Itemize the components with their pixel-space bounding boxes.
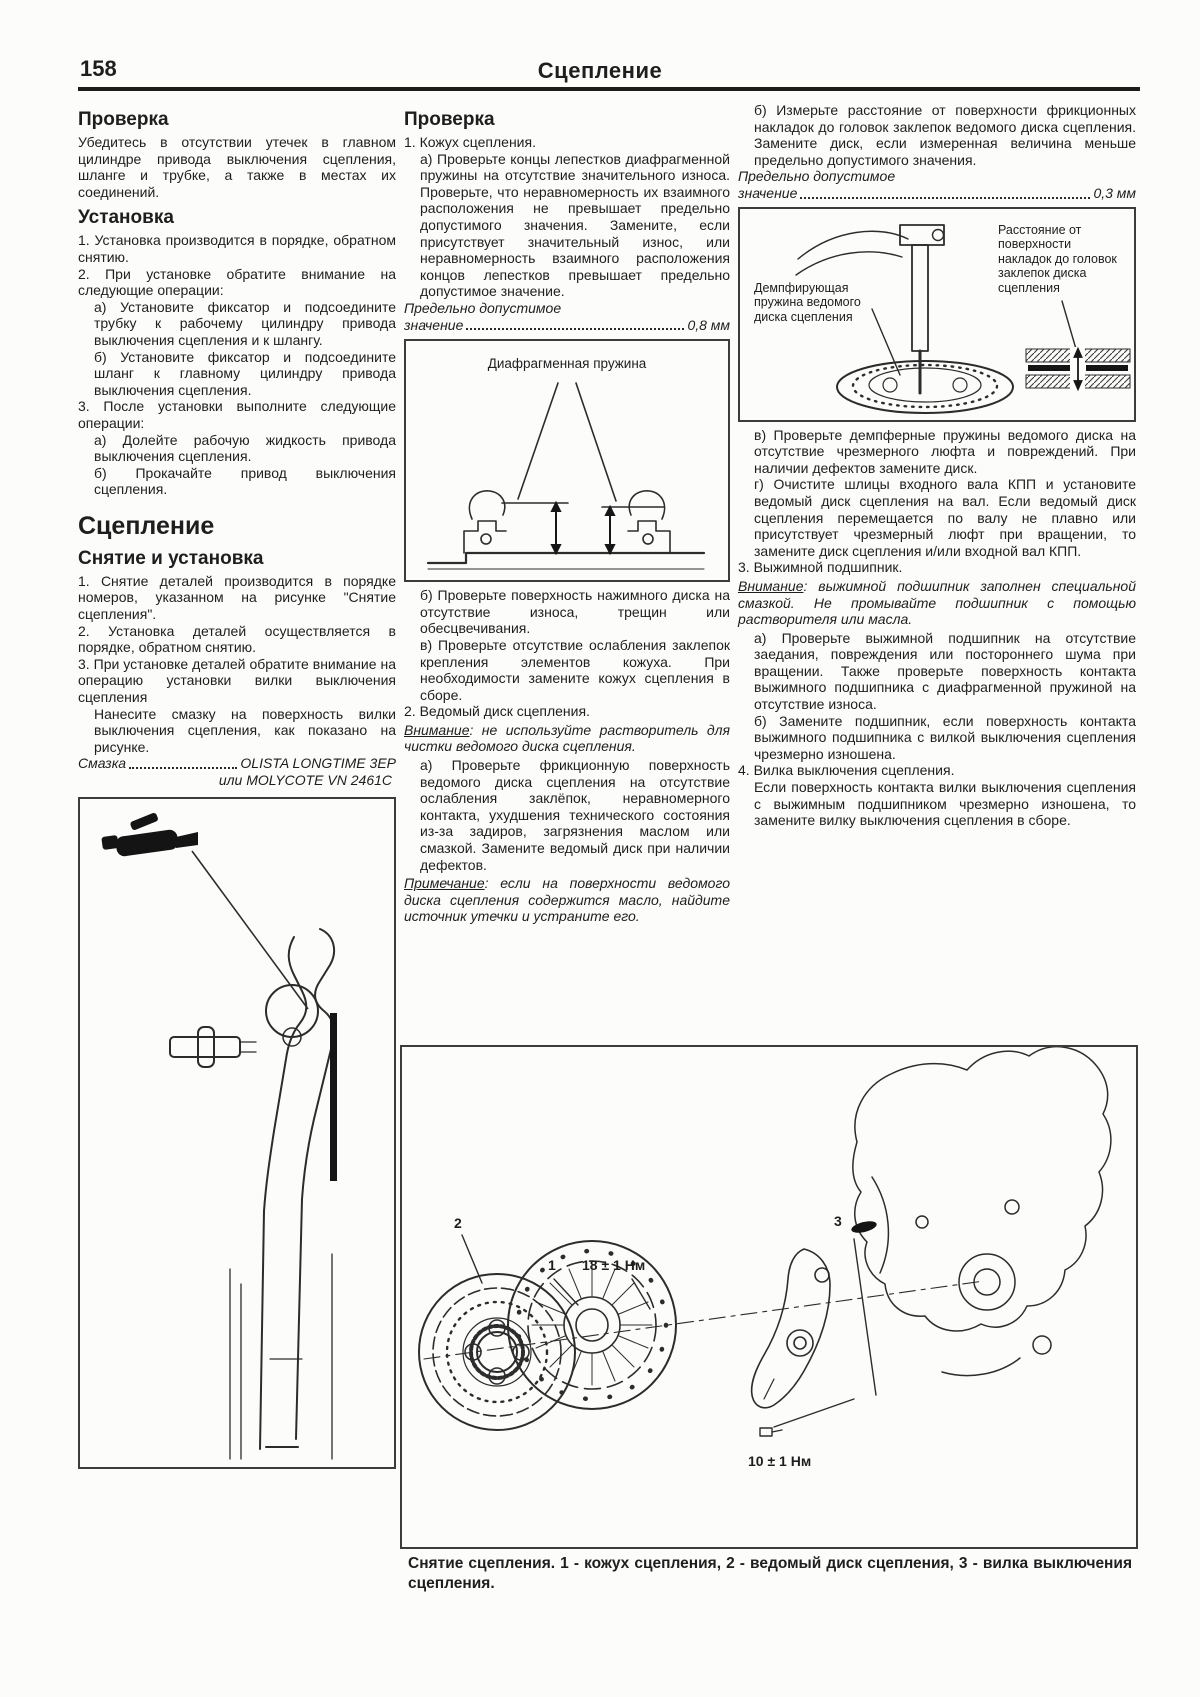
damper-spring-label: Демпфирующая пружина ведомого диска сцеп… — [754, 280, 861, 324]
paragraph: а) Проверьте фрикционную поверхность вед… — [420, 757, 730, 873]
header-rule — [78, 87, 1140, 91]
middle-text-bottom: б) Проверьте поверхность нажимного диска… — [404, 587, 730, 925]
section-heading: Проверка — [78, 109, 169, 130]
clutch-removal-figure: 1 18 ± 1 Нм 2 3 10 ± 1 Нм — [400, 1045, 1138, 1549]
torque-label-cover: 18 ± 1 Нм — [582, 1257, 646, 1273]
rivet-depth-figure: Демпфирующая пружина ведомого диска сцеп… — [738, 206, 1136, 422]
grease-dab-icon — [851, 1221, 877, 1233]
paragraph: 3. Выжимной подшипник. — [738, 559, 903, 576]
paragraph: б) Замените подшипник, если поверхность … — [754, 712, 1136, 762]
release-fork-drawing — [101, 812, 337, 1460]
right-text-bottom: в) Проверьте демпферные пружины ведомого… — [738, 427, 1136, 829]
paragraph: Если поверхность контакта вилки выключен… — [754, 779, 1136, 829]
paragraph: б) Измерьте расстояние от поверхности фр… — [754, 102, 1136, 168]
paragraph: Предельно допустимое — [738, 168, 896, 185]
section-heading: Сцепление — [78, 511, 215, 540]
clutch-removal-drawing — [418, 1047, 1112, 1437]
right-column: б) Измерьте расстояние от поверхности фр… — [738, 102, 1136, 829]
callout-1: 1 — [548, 1257, 556, 1273]
rivet-cross-section — [1025, 346, 1131, 391]
transmission-housing — [852, 1047, 1112, 1377]
paragraph: 1. Установка производится в порядке, обр… — [78, 232, 396, 265]
paragraph: а) Установите фиксатор и подсоедините тр… — [94, 298, 396, 348]
paragraph: 3. При установке деталей обратите вниман… — [78, 655, 396, 706]
paragraph: г) Очистите шлицы входного вала КПП и ус… — [754, 476, 1136, 559]
paragraph: 2. При установке обратите внимание на сл… — [78, 265, 396, 299]
torque-label-fork-bolt: 10 ± 1 Нм — [748, 1453, 812, 1469]
paragraph: Нанесите смазку на поверхность вилки вык… — [94, 705, 396, 755]
callout-3: 3 — [834, 1213, 842, 1229]
paragraph: 1. Кожух сцепления. — [404, 134, 536, 150]
bolt-icon — [759, 1427, 783, 1437]
caliper-drawing — [795, 223, 1131, 414]
note-paragraph: Внимание: не используйте растворитель дл… — [404, 721, 730, 755]
middle-text-top: Проверка 1. Кожух сцепления.а) Проверьте … — [404, 109, 730, 333]
note-paragraph: Примечание: если на поверхности ведомого… — [404, 875, 730, 925]
paragraph: б) Проверьте поверхность нажимного диска… — [420, 587, 730, 637]
paragraph: а) Проверьте концы лепестков диафрагменн… — [420, 150, 730, 300]
grease-gun-icon — [101, 812, 198, 856]
clutch-disc — [418, 1273, 576, 1431]
section-heading: Снятие и установка — [78, 547, 264, 569]
rivet-distance-label: Расстояние от поверхности накладок до го… — [998, 222, 1117, 295]
release-fork-grease-figure — [78, 796, 396, 1469]
diaphragm-spring-figure: Диафрагменная пружина — [404, 339, 730, 583]
diaphragm-spring-label: Диафрагменная пружина — [487, 356, 647, 372]
section-heading: Проверка — [404, 109, 495, 130]
diaphragm-spring-drawing — [426, 382, 706, 570]
paragraph: 2. Установка деталей осуществляется в по… — [78, 622, 396, 656]
clevis-pin-part — [169, 1025, 257, 1068]
paragraph: 3. После установки выполните следующие о… — [78, 398, 396, 431]
paragraph: а) Долейте рабочую жидкость привода выкл… — [94, 431, 396, 465]
callout-2: 2 — [454, 1215, 462, 1231]
page-number: 158 — [80, 56, 117, 81]
paragraph: 1. Снятие деталей производится в порядке… — [78, 572, 396, 623]
release-fork — [750, 1248, 831, 1409]
paragraph: Убедитесь в отсутствии утечек в главном … — [78, 134, 396, 200]
page-title: Сцепление — [537, 58, 663, 83]
right-text-top: б) Измерьте расстояние от поверхности фр… — [738, 102, 1136, 202]
figure-caption: Снятие сцепления. 1 - кожух сцепления, 2… — [408, 1555, 1132, 1592]
paragraph: Предельно допустимое — [404, 299, 562, 316]
paragraph: в) Проверьте демпферные пружины ведомого… — [754, 426, 1136, 476]
note-paragraph: Внимание: выжимной подшипник заполнен сп… — [738, 577, 1136, 628]
section-heading: Установка — [78, 207, 174, 229]
paragraph: или MOLYCOTE VN 2461C — [218, 772, 392, 788]
paragraph: в) Проверьте отсутствие ослабления закле… — [420, 636, 730, 703]
paragraph: 4. Вилка выключения сцепления. — [738, 762, 955, 779]
paragraph: а) Проверьте выжимной подшипник на отсут… — [754, 629, 1136, 713]
clutch-cover — [507, 1240, 677, 1410]
paragraph: б) Прокачайте привод выключения сцеплени… — [94, 464, 396, 498]
paragraph: б) Установите фиксатор и подсоедините шл… — [94, 348, 396, 398]
paragraph: 2. Ведомый диск сцепления. — [404, 703, 590, 720]
